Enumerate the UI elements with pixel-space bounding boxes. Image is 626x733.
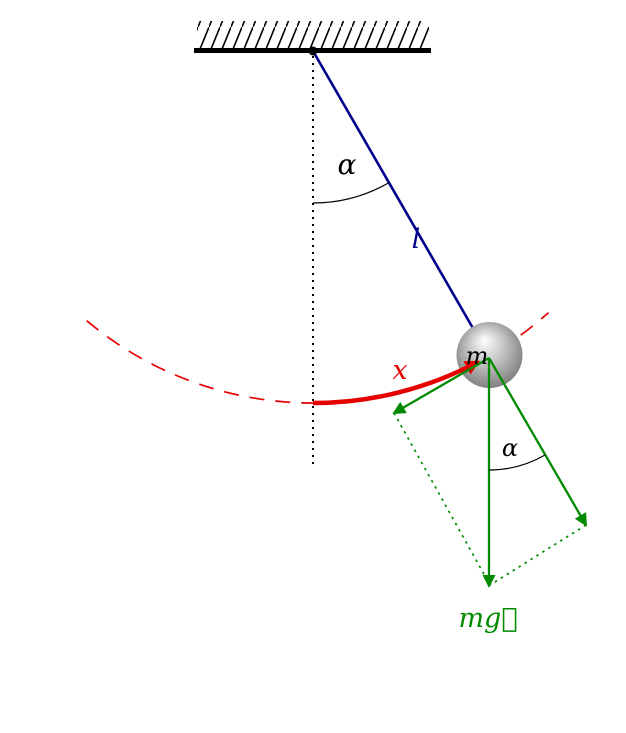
pivot-dot bbox=[308, 46, 318, 56]
bottom-angle-arc bbox=[488, 454, 546, 471]
mass-label: m bbox=[466, 342, 489, 370]
top-angle-arc bbox=[312, 182, 390, 204]
radial-component-vector bbox=[488, 357, 587, 527]
displacement-arc bbox=[312, 359, 481, 406]
parallelogram-dotted-line-left bbox=[393, 412, 491, 586]
bottom-angle-label: α bbox=[502, 434, 518, 462]
parallelogram-dotted-line-right bbox=[489, 524, 587, 586]
tangential-component-vector bbox=[392, 357, 490, 414]
arc-displacement-label: x bbox=[392, 355, 407, 386]
ceiling-hatch bbox=[197, 21, 429, 48]
pendulum-rod bbox=[311, 50, 491, 357]
top-angle-label: α bbox=[338, 148, 357, 181]
rod-length-label: l bbox=[412, 224, 421, 255]
gravity-vector-label: mg⃗ bbox=[458, 603, 517, 634]
